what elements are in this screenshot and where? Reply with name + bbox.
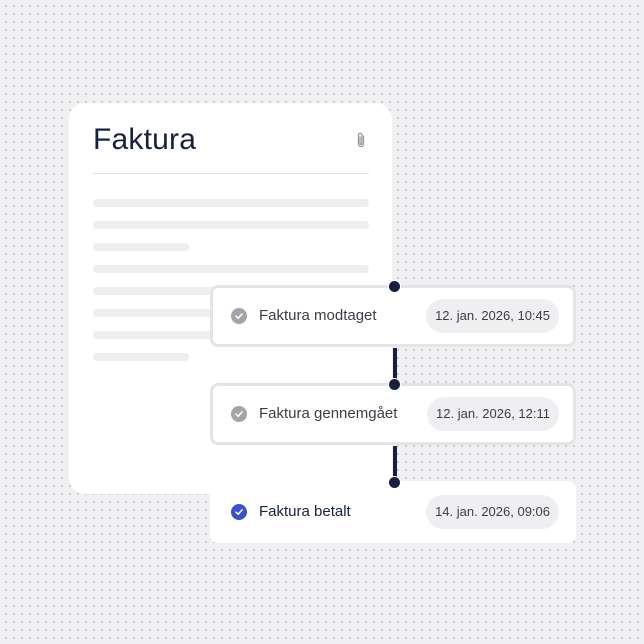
- title-divider: [93, 173, 369, 174]
- timeline-dot: [388, 476, 401, 489]
- timeline-connector: [393, 446, 397, 480]
- timeline-dot: [388, 280, 401, 293]
- timeline-event-paid: Faktura betalt 14. jan. 2026, 09:06: [210, 481, 576, 543]
- placeholder-text-line: [93, 353, 189, 361]
- event-label: Faktura betalt: [259, 503, 351, 520]
- placeholder-text-line: [93, 199, 369, 207]
- placeholder-text-line: [93, 331, 233, 339]
- event-timestamp-badge: 14. jan. 2026, 09:06: [426, 495, 559, 529]
- placeholder-text-line: [93, 243, 189, 251]
- check-icon: [231, 406, 247, 422]
- placeholder-text-line: [93, 287, 233, 295]
- placeholder-text-line: [93, 309, 233, 317]
- document-title: Faktura: [93, 123, 197, 156]
- placeholder-text-line: [93, 221, 369, 229]
- timeline-connector: [393, 348, 397, 382]
- event-label: Faktura modtaget: [259, 307, 377, 324]
- timeline-dot: [388, 378, 401, 391]
- check-icon: [231, 504, 247, 520]
- timeline-event-received: Faktura modtaget 12. jan. 2026, 10:45: [210, 285, 576, 347]
- event-label: Faktura gennemgået: [259, 405, 398, 422]
- check-icon: [231, 308, 247, 324]
- event-timestamp-badge: 12. jan. 2026, 12:11: [427, 397, 559, 431]
- placeholder-text-line: [93, 265, 369, 273]
- timeline-event-reviewed: Faktura gennemgået 12. jan. 2026, 12:11: [210, 383, 576, 445]
- paperclip-icon: [357, 132, 365, 148]
- event-timestamp-badge: 12. jan. 2026, 10:45: [426, 299, 559, 333]
